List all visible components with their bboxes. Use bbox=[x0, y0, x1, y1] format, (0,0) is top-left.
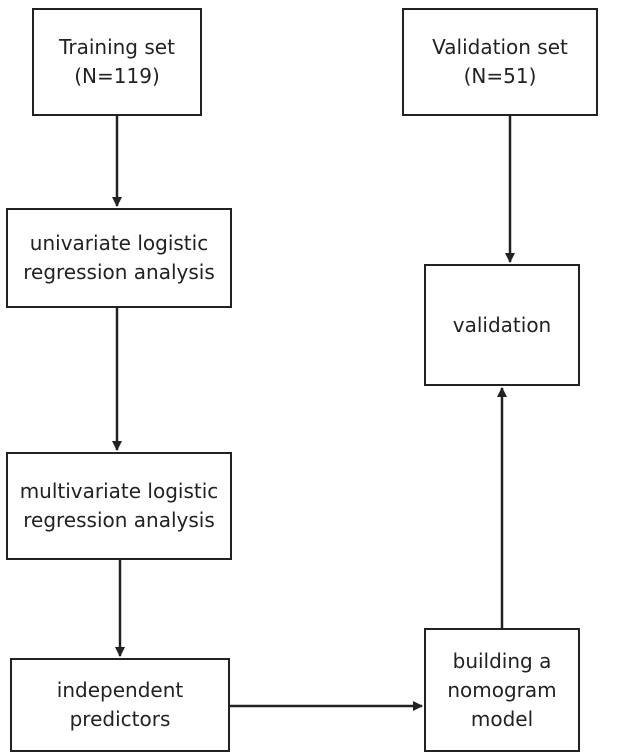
multivariate-line-1: multivariate logistic bbox=[19, 479, 219, 503]
building-line-3: model bbox=[470, 706, 534, 731]
building-line-1: building a bbox=[452, 648, 552, 673]
independent-predictors-box: independent predictors bbox=[10, 658, 230, 752]
validation-set-count: (N=51) bbox=[463, 64, 537, 88]
training-set-count: (N=119) bbox=[74, 64, 160, 88]
multivariate-analysis-box: multivariate logistic regression analysi… bbox=[6, 452, 232, 560]
univariate-line-1: univariate logistic bbox=[29, 231, 209, 255]
validation-box: validation bbox=[424, 264, 580, 386]
building-nomogram-box: building a nomogram model bbox=[424, 628, 580, 752]
validation-set-box: Validation set (N=51) bbox=[402, 8, 598, 116]
independent-line-1: independent bbox=[56, 678, 184, 702]
validation-label: validation bbox=[452, 312, 552, 337]
univariate-line-2: regression analysis bbox=[23, 260, 215, 284]
independent-line-2: predictors bbox=[69, 707, 171, 731]
training-set-label: Training set bbox=[59, 35, 175, 59]
multivariate-line-2: regression analysis bbox=[23, 508, 215, 532]
building-line-2: nomogram bbox=[447, 677, 557, 702]
validation-set-label: Validation set bbox=[432, 35, 568, 59]
univariate-analysis-box: univariate logistic regression analysis bbox=[6, 208, 232, 308]
training-set-box: Training set (N=119) bbox=[32, 8, 202, 116]
